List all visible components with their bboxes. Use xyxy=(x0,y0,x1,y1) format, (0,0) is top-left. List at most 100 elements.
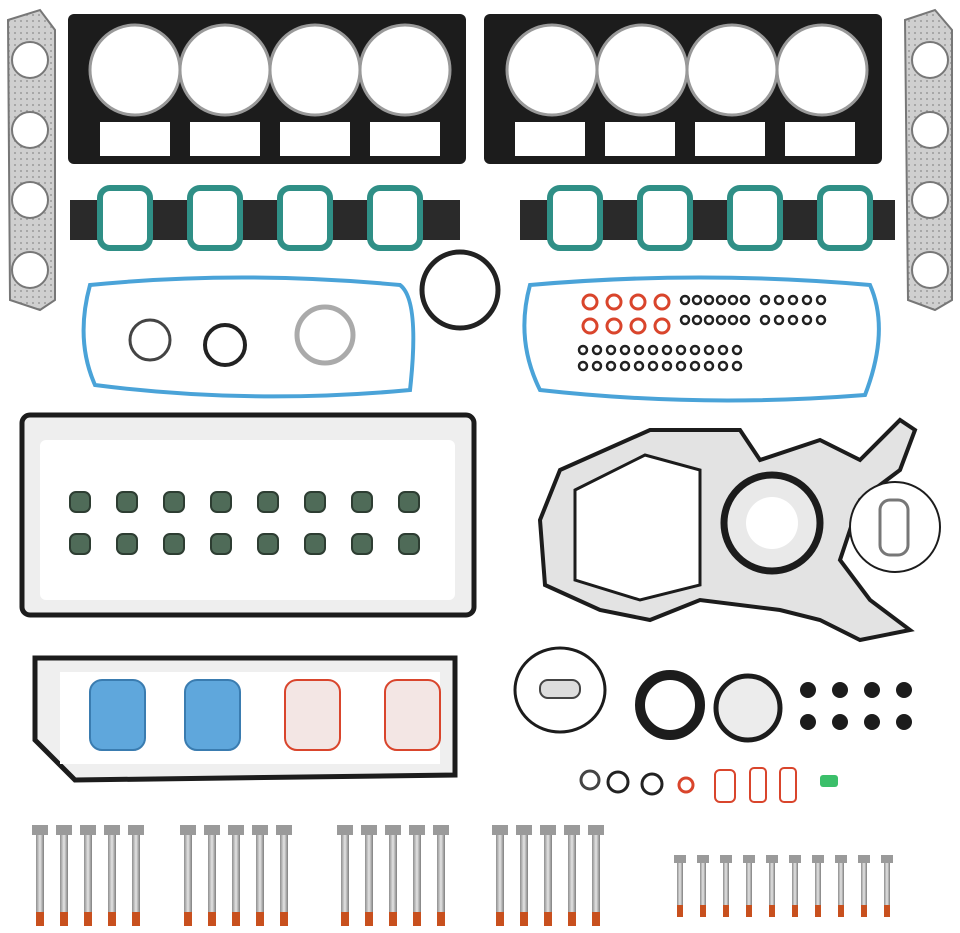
o-ring-red xyxy=(581,317,599,335)
bolt-shank xyxy=(208,835,216,915)
bolt-thread-lock xyxy=(568,912,576,926)
o-ring-small xyxy=(605,360,617,372)
small-bolt-thread-lock xyxy=(815,905,821,917)
o-ring-small xyxy=(591,344,603,356)
bolt-thread-lock xyxy=(132,912,140,926)
small-bolt-thread-lock xyxy=(723,905,729,917)
bolt-thread-lock xyxy=(208,912,216,926)
bolt-shank xyxy=(184,835,192,915)
o-ring-small xyxy=(815,294,827,306)
bolt-head xyxy=(80,825,96,835)
o-ring-small xyxy=(661,360,673,372)
bolt-shank xyxy=(544,835,552,915)
small-bolt-head xyxy=(858,855,870,863)
small-bolt-thread-lock xyxy=(838,905,844,917)
o-ring-small xyxy=(759,314,771,326)
o-ring-red xyxy=(581,293,599,311)
valve-stem-seal xyxy=(163,491,185,513)
small-bolt-shank xyxy=(723,863,729,908)
grommet xyxy=(896,714,912,730)
o-ring-red xyxy=(629,317,647,335)
bolt-shank xyxy=(132,835,140,915)
bolt-thread-lock xyxy=(496,912,504,926)
o-ring-small xyxy=(619,344,631,356)
o-ring-small xyxy=(727,294,739,306)
valve-stem-seal xyxy=(69,533,91,555)
small-bolt-head xyxy=(789,855,801,863)
grommet xyxy=(832,682,848,698)
bolt-shank xyxy=(256,835,264,915)
o-ring-small xyxy=(715,294,727,306)
bolt-thread-lock xyxy=(232,912,240,926)
bolt-head xyxy=(276,825,292,835)
valve-stem-seal xyxy=(116,533,138,555)
small-bolt-thread-lock xyxy=(769,905,775,917)
exhaust-manifold-gasket-left xyxy=(6,8,56,312)
valve-cover-grommets xyxy=(800,682,912,730)
bolt-head xyxy=(409,825,425,835)
valve-stem-seal xyxy=(398,533,420,555)
bolt-shank xyxy=(280,835,288,915)
grommet xyxy=(800,714,816,730)
valve-stem-seal xyxy=(257,491,279,513)
bolt-shank xyxy=(496,835,504,915)
valve-stem-seals xyxy=(69,491,420,555)
o-ring-red xyxy=(605,293,623,311)
o-ring-small xyxy=(647,344,659,356)
water-pump-gasket xyxy=(419,249,501,331)
bolt-head xyxy=(516,825,532,835)
bolt-thread-lock xyxy=(365,912,373,926)
small-bolt-thread-lock xyxy=(700,905,706,917)
o-ring-small xyxy=(739,294,751,306)
bolt-thread-lock xyxy=(413,912,421,926)
bolt-thread-lock xyxy=(389,912,397,926)
bolt-head xyxy=(228,825,244,835)
bolt-thread-lock xyxy=(84,912,92,926)
blue-cover-gasket-left xyxy=(81,275,416,399)
small-bolts xyxy=(674,855,893,917)
rear-main-seal xyxy=(720,471,824,575)
small-bolt-head xyxy=(835,855,847,863)
o-ring-small xyxy=(675,344,687,356)
bolt-thread-lock xyxy=(544,912,552,926)
small-bolt-head xyxy=(743,855,755,863)
small-bolt-shank xyxy=(769,863,775,908)
small-bolt-shank xyxy=(746,863,752,908)
bolt-thread-lock xyxy=(520,912,528,926)
bolt-shank xyxy=(108,835,116,915)
small-bolt-shank xyxy=(815,863,821,908)
o-ring-small xyxy=(727,314,739,326)
oil-pump-gasket xyxy=(849,481,941,573)
o-ring-small xyxy=(577,344,589,356)
head-bolts xyxy=(32,825,604,926)
o-ring-small xyxy=(717,360,729,372)
bolt-thread-lock xyxy=(280,912,288,926)
bolt-head xyxy=(56,825,72,835)
small-seals-row xyxy=(579,767,838,803)
o-ring-small xyxy=(605,344,617,356)
small-bolt-shank xyxy=(861,863,867,908)
bolt-head xyxy=(385,825,401,835)
o-ring-small xyxy=(691,314,703,326)
small-bolt-shank xyxy=(884,863,890,908)
bolt-thread-lock xyxy=(256,912,264,926)
head-gasket-right xyxy=(484,14,882,164)
valve-stem-seal xyxy=(398,491,420,513)
o-ring-small xyxy=(773,314,785,326)
bolt-head xyxy=(492,825,508,835)
o-ring-small xyxy=(787,314,799,326)
o-ring-small xyxy=(633,360,645,372)
bolt-thread-lock xyxy=(341,912,349,926)
front-cover-seal-group xyxy=(513,646,783,743)
bolt-head xyxy=(361,825,377,835)
bolt-shank xyxy=(60,835,68,915)
o-ring-small xyxy=(619,360,631,372)
grommet xyxy=(864,682,880,698)
o-ring-small xyxy=(675,360,687,372)
grommet xyxy=(800,682,816,698)
o-ring-small xyxy=(689,360,701,372)
bolt-head xyxy=(564,825,580,835)
bolt-shank xyxy=(84,835,92,915)
o-ring-small xyxy=(801,294,813,306)
o-ring-small xyxy=(703,294,715,306)
